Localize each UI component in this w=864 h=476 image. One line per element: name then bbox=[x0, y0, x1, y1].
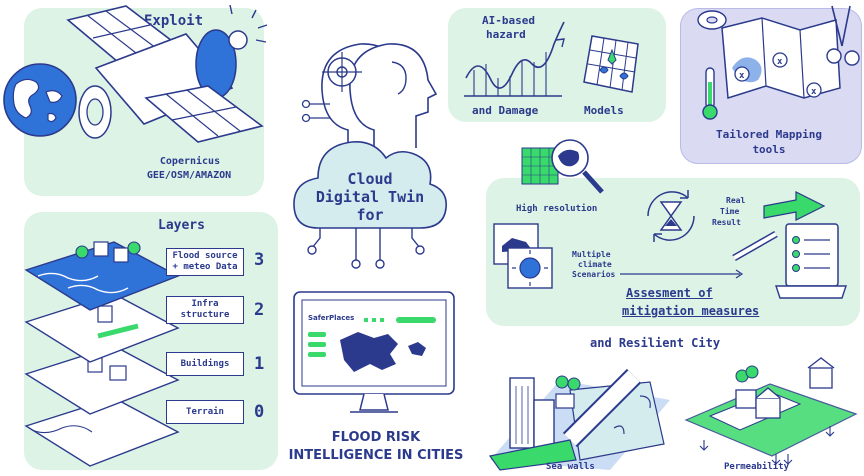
layer-box-buildings: Buildings bbox=[166, 352, 244, 376]
mapping-tools-icon: x x x bbox=[697, 5, 860, 120]
high-resolution-icon bbox=[521, 139, 604, 194]
permeability-illustration bbox=[684, 357, 858, 465]
resilient-title: and Resilient City bbox=[590, 336, 721, 350]
layer-number-3: 3 bbox=[254, 250, 265, 270]
exploit-sources-line1: Copernicus bbox=[159, 156, 221, 167]
cloud-shape bbox=[293, 141, 447, 269]
assessment-title-line2: mitigation measures bbox=[622, 304, 760, 318]
exploit-sources-line2: GEE/OSM/AMAZON bbox=[146, 170, 232, 181]
scenario-images-icon bbox=[493, 223, 553, 289]
twin-line2: Digital Twin bbox=[315, 188, 425, 206]
high-resolution-label: High resolution bbox=[516, 204, 598, 214]
mapping-label-line2: tools bbox=[752, 143, 786, 156]
globe-icon bbox=[3, 63, 77, 137]
realtime-line3: Result bbox=[712, 218, 741, 227]
checklist-icon bbox=[732, 223, 847, 299]
sea-walls-label: Sea walls bbox=[546, 462, 595, 472]
assessment-title-line1: Assesment of bbox=[626, 286, 713, 300]
monitor-icon bbox=[293, 291, 455, 413]
layer-box-flood-source: Flood source+ meteo Data bbox=[166, 248, 244, 276]
hazard-chart-icon bbox=[464, 21, 565, 97]
realtime-line1: Real bbox=[726, 196, 746, 205]
digital-twin-heads-icon bbox=[301, 43, 438, 148]
layer-number-2: 2 bbox=[254, 300, 265, 320]
sea-walls-illustration bbox=[488, 368, 670, 471]
scenarios-line3: Scenarios bbox=[572, 270, 616, 279]
ai-title-line2: hazard bbox=[486, 28, 526, 41]
scenarios-line1: Multiple bbox=[572, 250, 611, 259]
layer-number-1: 1 bbox=[254, 354, 265, 374]
twin-line3: for bbox=[356, 206, 384, 224]
assessment-connector bbox=[620, 269, 744, 279]
grid-model-icon bbox=[583, 35, 639, 93]
layers-stack-illustration bbox=[24, 241, 180, 467]
flood-risk-line1: FLOOD RISK bbox=[331, 430, 421, 445]
scenarios-line2: climate bbox=[578, 260, 612, 269]
ai-title-line1: AI-based bbox=[482, 14, 535, 27]
layer-box-terrain: Terrain bbox=[166, 400, 244, 424]
exploit-title: Exploit bbox=[144, 13, 204, 29]
ai-label-damage: and Damage bbox=[472, 104, 539, 117]
hourglass-cycle-icon bbox=[647, 190, 695, 242]
permeability-label: Permeability bbox=[724, 462, 790, 472]
realtime-line2: Time bbox=[720, 207, 740, 216]
svg-text:x: x bbox=[777, 57, 783, 67]
mapping-label-line1: Tailored Mapping bbox=[716, 128, 822, 141]
svg-text:x: x bbox=[811, 87, 817, 97]
layer-number-0: 0 bbox=[254, 402, 265, 422]
ai-label-models: Models bbox=[584, 104, 624, 117]
twin-line1: Cloud bbox=[347, 170, 393, 188]
layers-title: Layers bbox=[158, 218, 205, 233]
flood-risk-line2: INTELLIGENCE IN CITIES bbox=[288, 448, 464, 463]
svg-text:x: x bbox=[739, 71, 745, 81]
realtime-arrow-icon bbox=[763, 191, 826, 221]
monitor-brand: SaferPlaces bbox=[308, 314, 355, 322]
